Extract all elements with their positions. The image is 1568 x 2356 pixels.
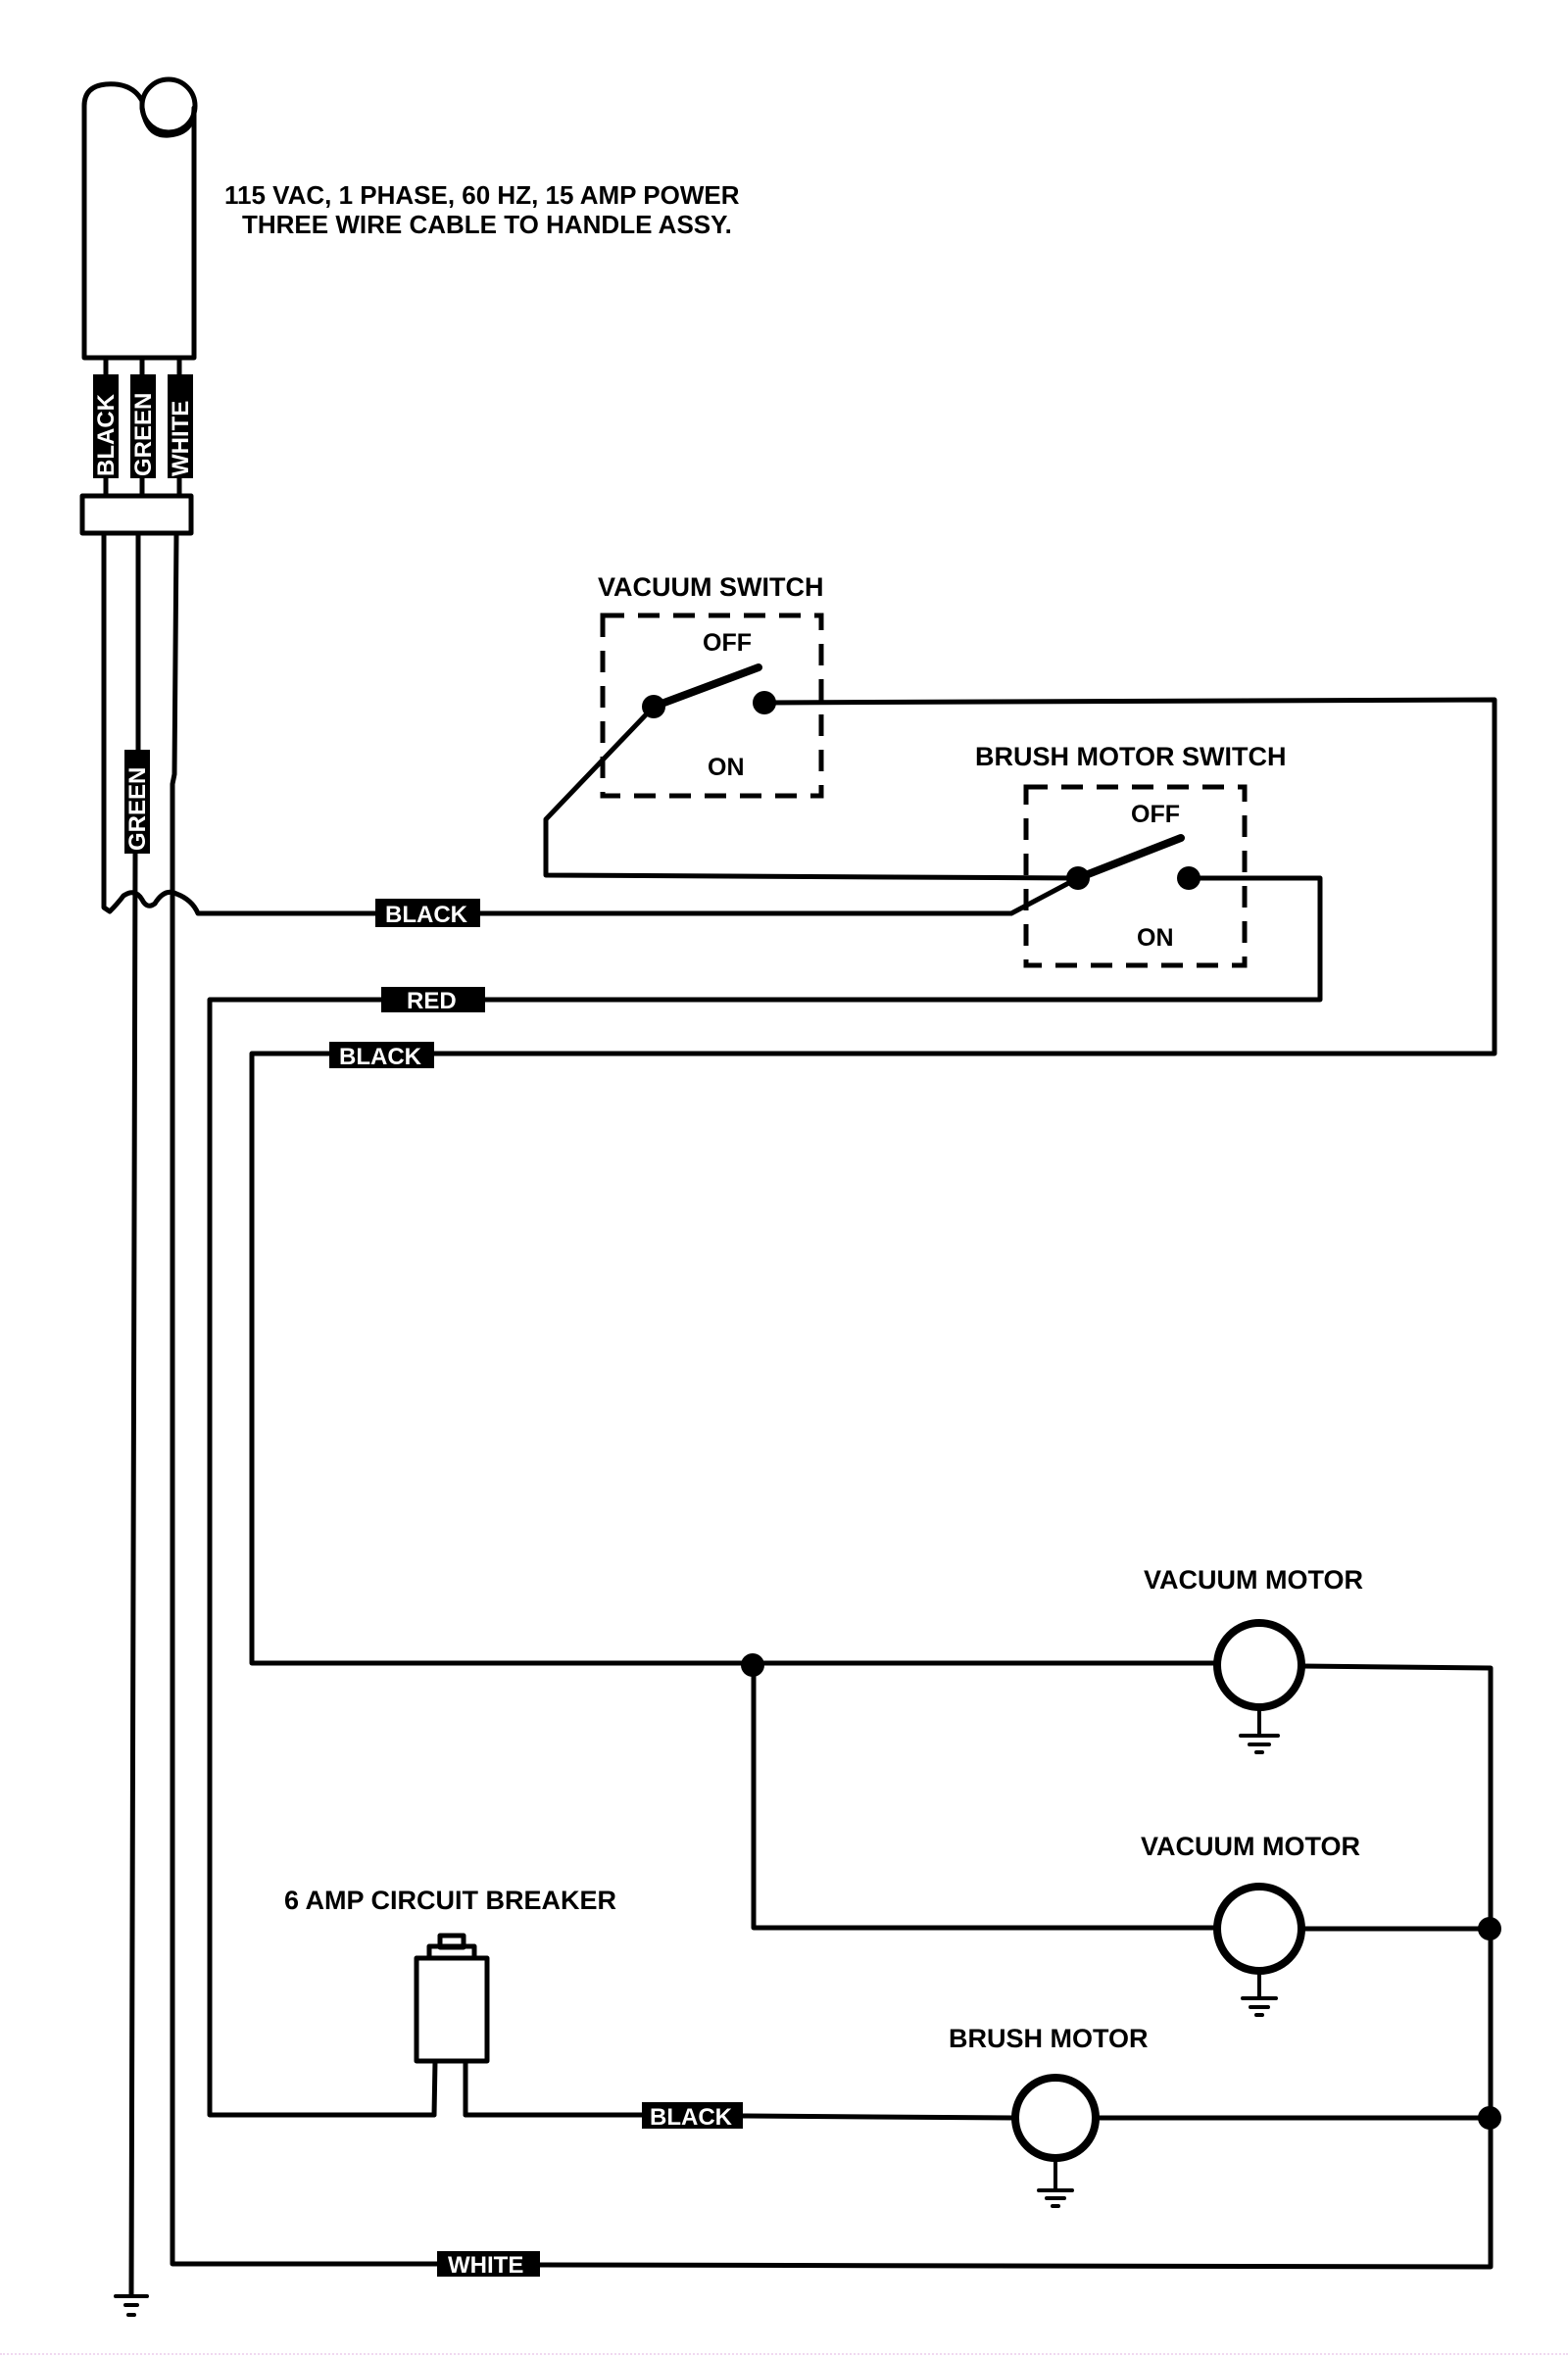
brush-switch-title: BRUSH MOTOR SWITCH [975,742,1287,771]
wire-white-main [170,530,440,2267]
wire-vacuum-switch-in [543,704,1081,881]
tag-black-breaker: BLACK [650,2104,733,2131]
wire-to-brush-motor [740,2113,1018,2121]
tag-black-breaker-bg [642,2102,743,2129]
tag-white: WHITE [448,2252,523,2279]
motor-icon [1213,1619,1305,1711]
page-edge-divider [0,2353,1568,2355]
cable-tag-black-text: BLACK [93,393,120,476]
cable-body [81,81,197,361]
brush-switch-box [1023,784,1248,968]
cable-tag-green: GREEN [130,374,157,478]
title-line-2: THREE WIRE CABLE TO HANDLE ASSY. [242,210,732,239]
vacuum-motor-2: VACUUM MOTOR [1141,1832,1360,2017]
tag-red-bg [381,987,485,1012]
vacuum-switch-on: ON [708,754,745,781]
wire-black-main [101,530,378,916]
junction-dot-return-1 [1478,1917,1501,1940]
cable-end-circle [139,76,198,135]
wire-brush-switch-out [482,875,1323,1003]
cable-tag-white-text: WHITE [168,401,194,476]
cable-tag-black: BLACK [93,374,120,478]
title-line-1: 115 VAC, 1 PHASE, 60 HZ, 15 AMP POWER [224,180,740,210]
vacuum-switch-lever [650,663,762,711]
tag-black-vacuum-bg [329,1042,434,1068]
wire-vacuum-motor-1-return [1298,1663,1494,2269]
brush-switch-on: ON [1137,924,1174,952]
brush-switch-lever [1074,834,1185,882]
circuit-breaker-icon [414,1933,490,2118]
ground-icon [1239,1734,1280,1754]
motor-icon [1011,2074,1100,2162]
vacuum-switch-off: OFF [703,629,752,657]
tag-white-bg [437,2251,540,2277]
circuit-breaker: 6 AMP CIRCUIT BREAKER [284,1886,616,2118]
tag-black-main-bg [375,899,480,927]
brush-motor-switch: BRUSH MOTOR SWITCH OFF ON [975,742,1287,968]
ground-icon [1241,1996,1278,2017]
cable-tag-green-text: GREEN [130,393,157,476]
vacuum-switch-title: VACUUM SWITCH [598,572,823,602]
wire-red [207,997,437,2118]
wire-white-return [537,2262,1494,2270]
tag-black-main: BLACK [385,902,468,928]
tag-black-vacuum: BLACK [339,1044,422,1070]
wire-black-vacuum [249,1051,1220,1666]
wire-black-to-brush-switch [477,875,1081,916]
motor-icon [1213,1883,1305,1975]
ground-tag-green: GREEN [124,750,151,854]
wire-green-lower [128,851,138,2298]
circuit-breaker-label: 6 AMP CIRCUIT BREAKER [284,1886,616,1915]
ground-icon [1037,2188,1074,2208]
brush-switch-off: OFF [1131,801,1180,828]
brush-motor-label: BRUSH MOTOR [949,2024,1149,2053]
vacuum-motor-2-label: VACUUM MOTOR [1141,1832,1360,1861]
power-cable: BLACK GREEN WHITE [79,76,198,536]
tag-red: RED [407,988,457,1014]
wire-vacuum-branch [751,1662,1220,1931]
ground-icon [114,2294,149,2317]
cable-tag-white: WHITE [168,374,194,478]
wire-vacuum-switch-out [431,697,1497,1056]
junction-dot-return-2 [1478,2106,1501,2130]
vacuum-motor-1-label: VACUUM MOTOR [1144,1565,1363,1595]
ground-tag-green-text: GREEN [124,767,151,851]
vacuum-switch-box [600,613,824,799]
cable-connector [79,493,194,536]
vacuum-motor-1: VACUUM MOTOR [1144,1565,1363,1754]
vacuum-switch: VACUUM SWITCH OFF ON [598,572,824,799]
brush-motor: BRUSH MOTOR [949,2024,1149,2208]
